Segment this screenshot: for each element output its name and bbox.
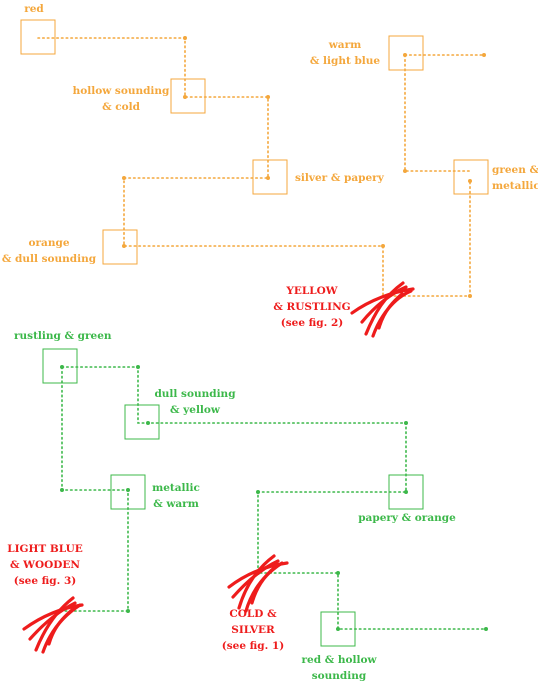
label-metallic-warm: metallic & warm (152, 482, 200, 510)
box-hollow-cold (170, 78, 206, 114)
box-metallic-warm (110, 474, 146, 510)
scribble-light-blue-wooden (22, 596, 84, 654)
box-papery-orange (388, 474, 424, 510)
box-dull-yellow (124, 404, 160, 440)
green-boxes (42, 348, 424, 647)
green-path-main (61, 366, 487, 630)
orange-boxes (20, 19, 489, 265)
box-warm-light-blue (388, 35, 424, 71)
box-red (20, 19, 56, 55)
label-red-hollow: red & hollow sounding (301, 654, 377, 682)
label-warm-light-blue: warm & light blue (309, 39, 381, 67)
scribble-cold-silver (227, 554, 289, 613)
label-orange-dull: orange & dull sounding (1, 237, 97, 265)
label-rustling-green: rustling & green (14, 330, 112, 342)
green-path-group (61, 366, 487, 630)
box-rustling-green (42, 348, 78, 384)
label-silver-papery: silver & papery (295, 172, 384, 184)
scribble-yellow-rustling (350, 281, 415, 338)
note-cold-silver: COLD & SILVER (see fig. 1) (221, 608, 285, 652)
green-dots (60, 365, 488, 631)
box-silver-papery (252, 159, 288, 195)
label-dull-yellow: dull sounding & yellow (154, 388, 236, 416)
orange-path-right-vertical (404, 54, 471, 172)
label-green-metallic: green & metallic (492, 164, 538, 192)
note-yellow-rustling: YELLOW & RUSTLING (see fig. 2) (273, 285, 351, 329)
label-red: red (24, 3, 44, 15)
orange-path-group (37, 37, 485, 297)
box-orange-dull (102, 229, 138, 265)
box-green-metallic (453, 159, 489, 195)
orange-dots (122, 36, 486, 298)
label-hollow-cold: hollow sounding & cold (72, 85, 170, 113)
label-papery-orange: papery & orange (358, 512, 456, 524)
note-light-blue-wooden: LIGHT BLUE & WOODEN (see fig. 3) (7, 543, 83, 587)
box-red-hollow (320, 611, 356, 647)
